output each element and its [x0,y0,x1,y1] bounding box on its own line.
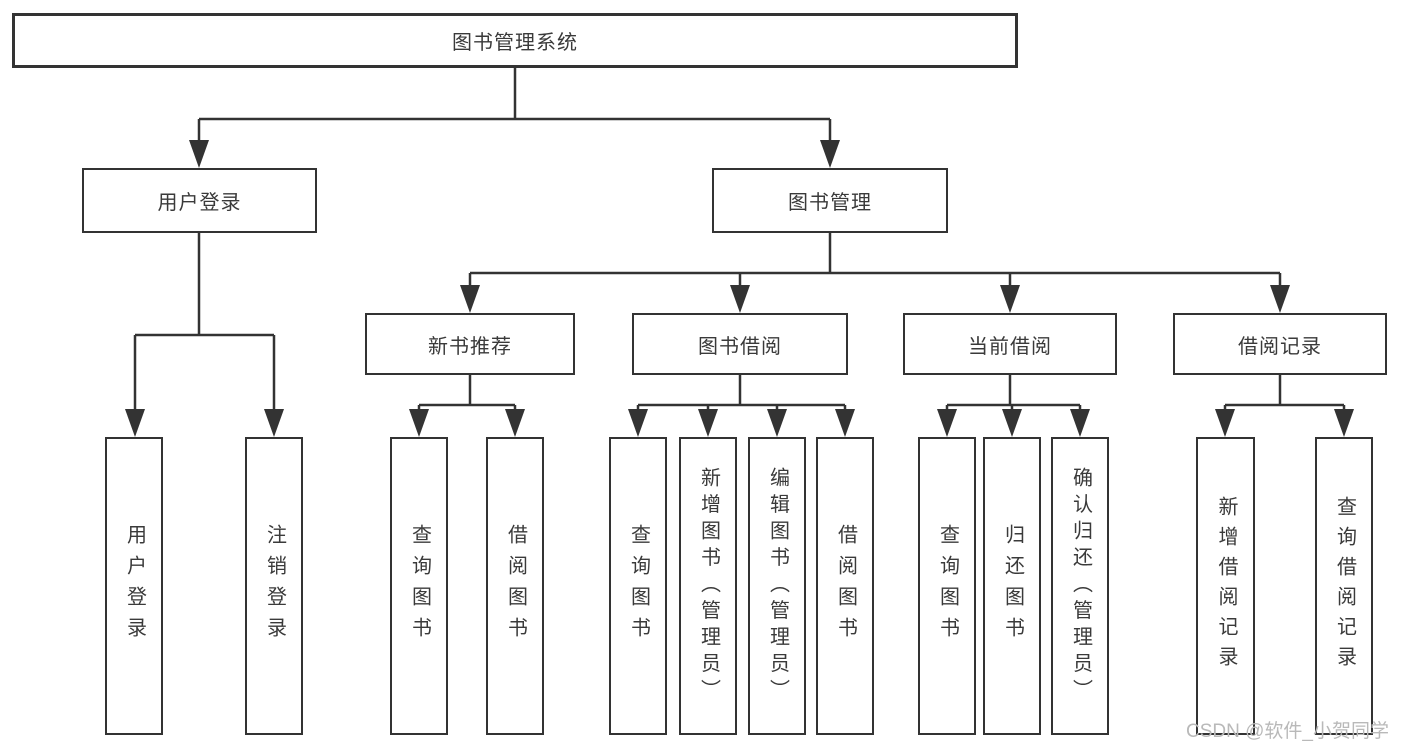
node-current-borrowing: 当前借阅 [903,313,1117,375]
node-label: 图书管理 [788,192,872,214]
leaf-user-login: 用户登录 [105,437,163,735]
leaf-query-borrow-record: 查询借阅记录 [1315,437,1373,735]
node-label: 查询图书 [936,524,959,648]
node-label: 查询借阅记录 [1333,496,1356,676]
leaf-query-books-1: 查询图书 [390,437,448,735]
node-label: 归还图书 [1001,524,1024,648]
node-label: 图书借阅 [698,335,782,358]
node-label: 确认归还（管理员） [1069,466,1092,706]
node-label: 查询图书 [408,524,431,648]
node-label: 用户登录 [123,524,146,648]
leaf-return-books: 归还图书 [983,437,1041,735]
node-book-management: 图书管理 [712,168,948,233]
node-library-system: 图书管理系统 [12,13,1018,68]
node-label: 新增图书（管理员） [697,466,720,706]
leaf-borrow-books-2: 借阅图书 [816,437,874,735]
node-label: 图书管理系统 [452,32,578,54]
node-label: 借阅图书 [834,524,857,648]
watermark: CSDN @软件_小贺同学 [1186,721,1389,742]
node-new-book-recommend: 新书推荐 [365,313,575,375]
node-book-borrowing: 图书借阅 [632,313,848,375]
leaf-query-books-2: 查询图书 [609,437,667,735]
leaf-logout: 注销登录 [245,437,303,735]
leaf-add-borrow-record: 新增借阅记录 [1196,437,1255,735]
node-label: 新书推荐 [428,335,512,358]
node-borrowing-records: 借阅记录 [1173,313,1387,375]
leaf-add-book-admin: 新增图书（管理员） [679,437,737,735]
node-label: 用户登录 [157,192,242,214]
node-label: 查询图书 [627,524,650,648]
node-label: 借阅图书 [504,524,527,648]
leaf-query-books-3: 查询图书 [918,437,976,735]
node-label: 编辑图书（管理员） [766,466,789,706]
node-user-login: 用户登录 [82,168,317,233]
leaf-borrow-books-1: 借阅图书 [486,437,544,735]
leaf-edit-book-admin: 编辑图书（管理员） [748,437,806,735]
node-label: 新增借阅记录 [1215,496,1237,676]
node-label: 借阅记录 [1238,335,1322,358]
node-label: 注销登录 [263,524,286,648]
node-label: 当前借阅 [968,335,1052,358]
leaf-confirm-return-admin: 确认归还（管理员） [1051,437,1109,735]
